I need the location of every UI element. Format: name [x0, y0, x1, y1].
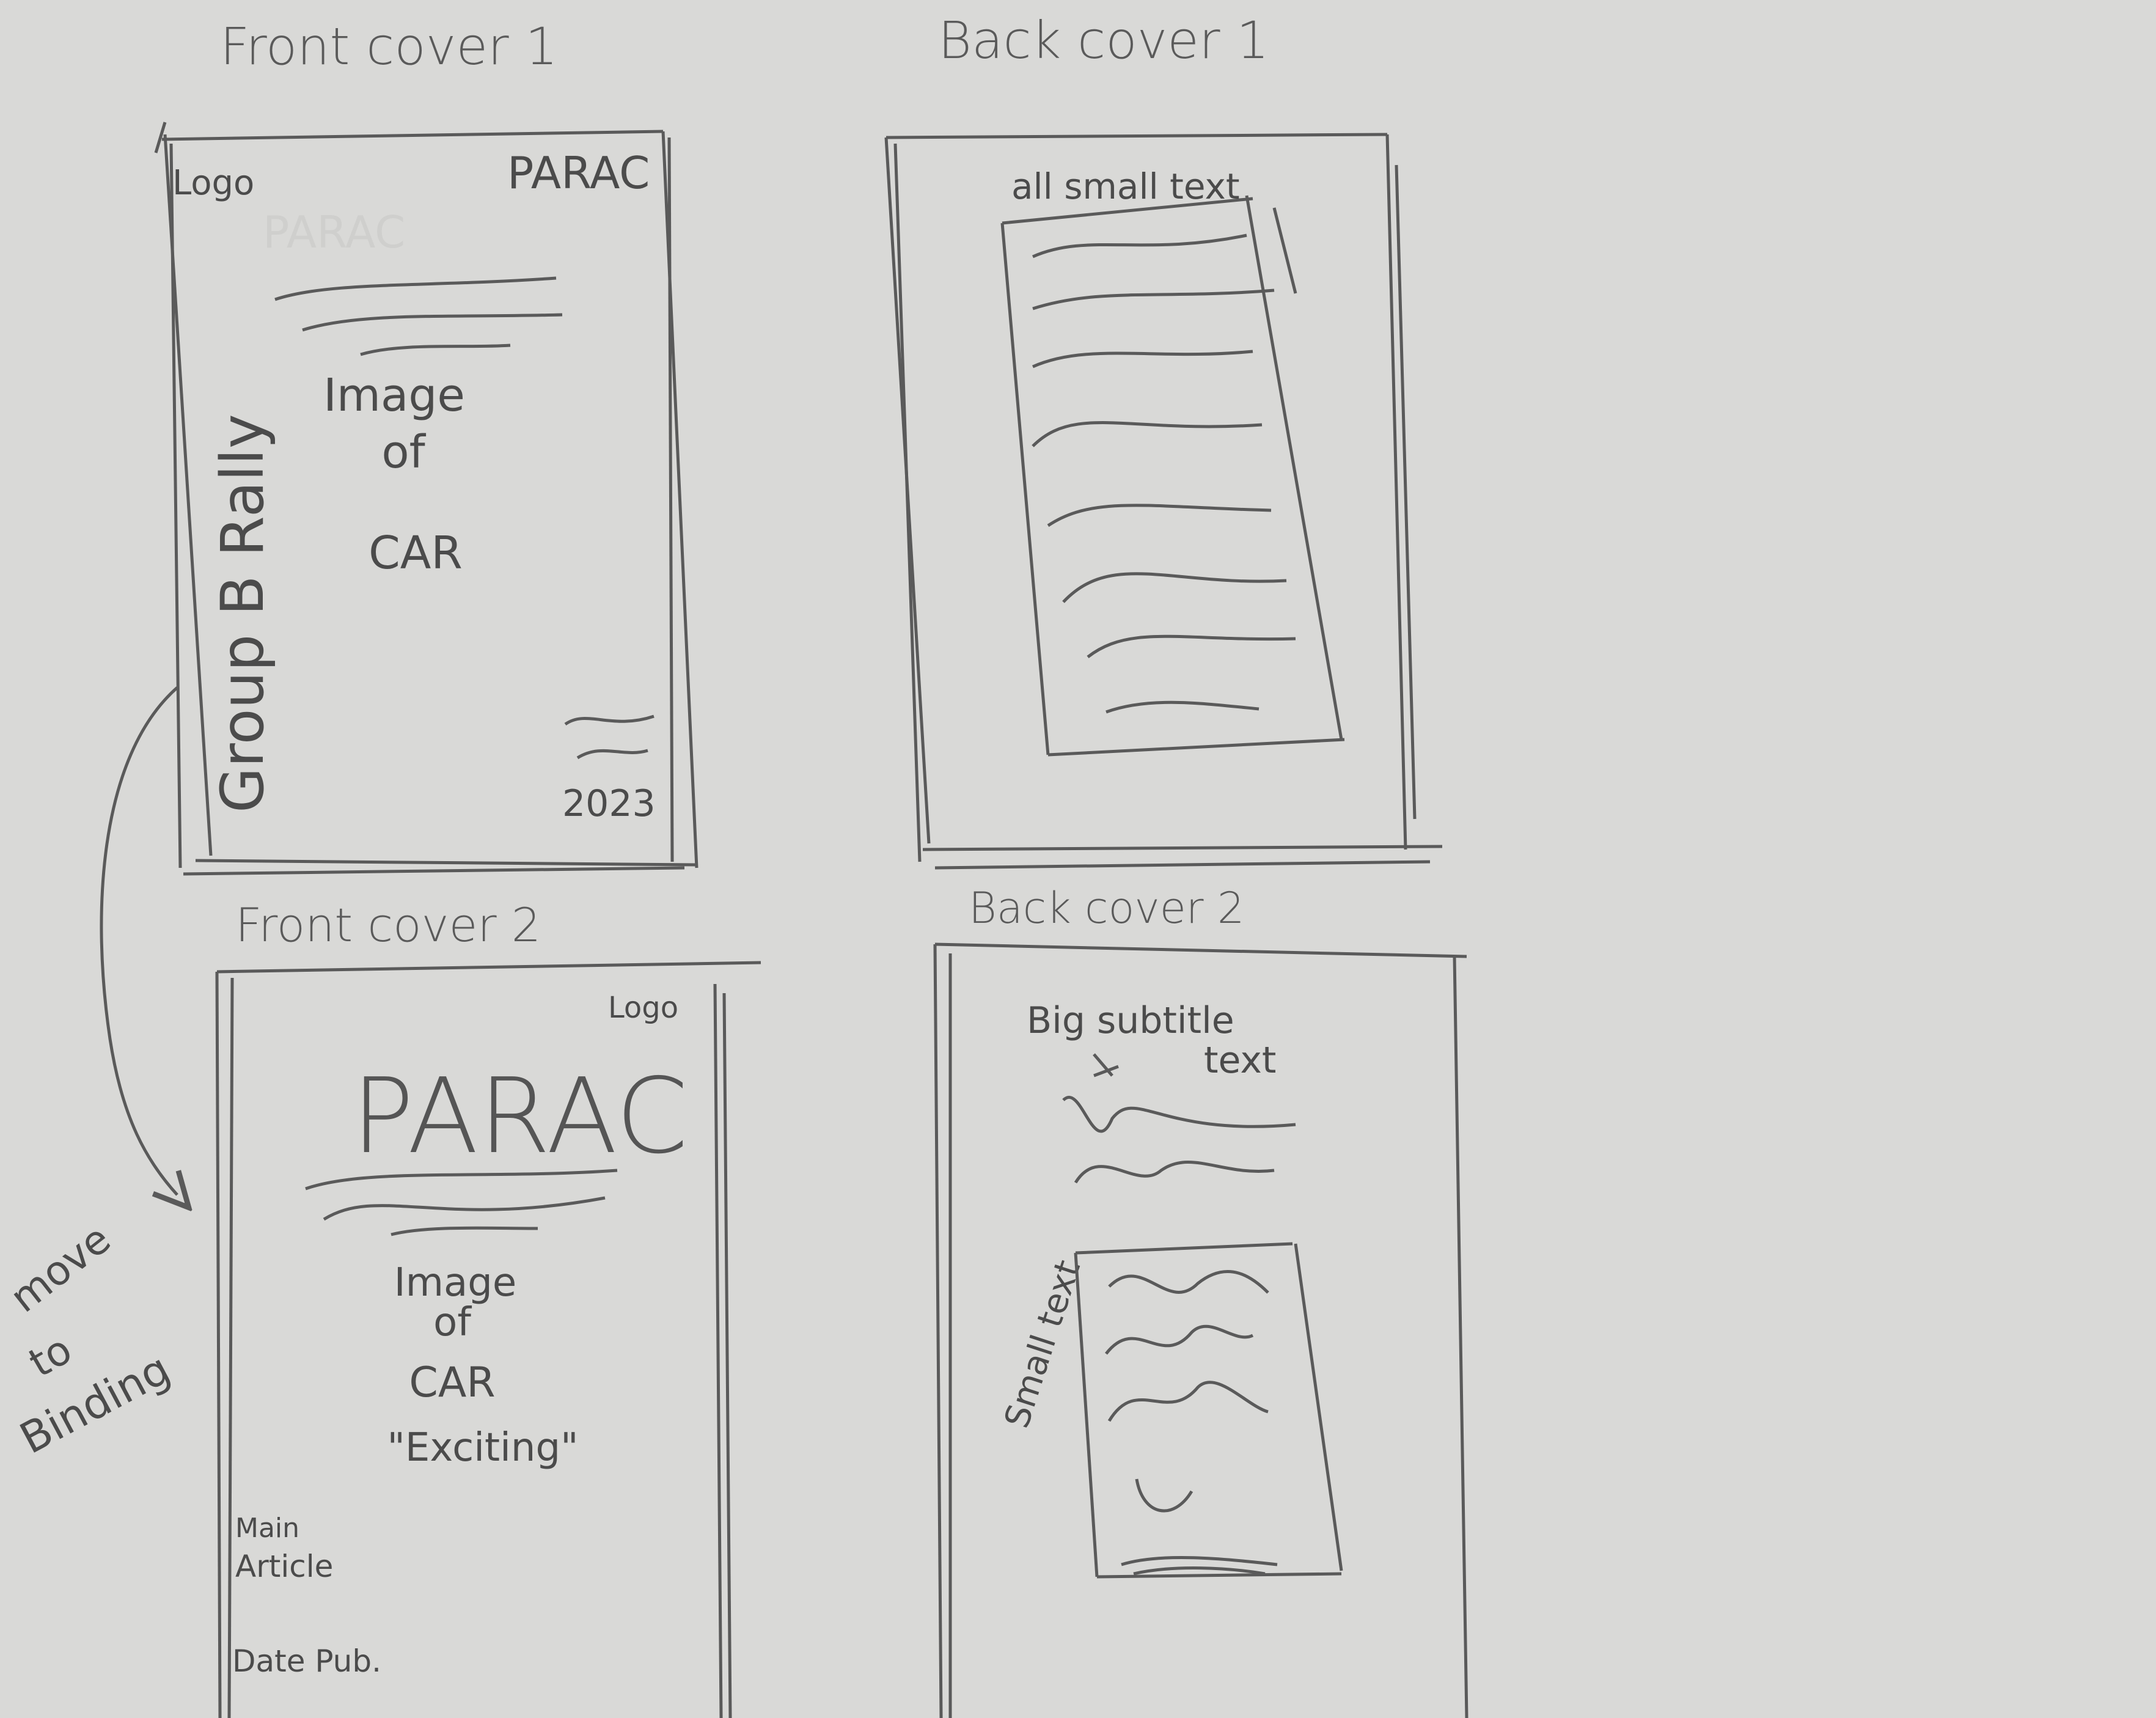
front-cover-2-headline-scribbles: [305, 1169, 618, 1236]
back-cover-1-text-lines: [1032, 233, 1296, 714]
front-cover-2-tagline: "Exciting": [387, 1425, 578, 1470]
front-cover-2-heading: Front cover 2: [235, 898, 541, 952]
binding-arrow: [100, 686, 177, 1195]
back-cover-2-subtitle-scribbles: [1062, 1053, 1296, 1184]
front-cover-1-logo: Logo: [172, 163, 254, 203]
front-cover-2-date: Date Pub.: [232, 1643, 381, 1679]
back-cover-2-frame: [933, 942, 1469, 1718]
back-cover-1-text-box: [1000, 195, 1345, 757]
front-cover-2-main-article-line2: Article: [235, 1549, 333, 1584]
back-cover-2-note-line2: text: [1204, 1039, 1276, 1082]
back-cover-1-note: all small text: [1011, 166, 1240, 207]
front-cover-1-ghost-brand: PARAC: [263, 207, 405, 258]
back-cover-2-text-lines: [1105, 1270, 1278, 1576]
front-cover-1-headline-scribbles: [274, 276, 563, 356]
front-cover-2-image-line2: of: [433, 1300, 472, 1345]
front-cover-2-brand: PARAC: [351, 1056, 688, 1177]
back-cover-2-note-line1: Big subtitle: [1027, 999, 1234, 1042]
front-cover-1-brand: PARAC: [507, 147, 650, 199]
front-cover-2: Front cover 2 Logo PARAC Image of CAR "E…: [215, 898, 761, 1718]
front-cover-2-main-article-line1: Main: [235, 1513, 299, 1544]
front-cover-1-year: 2023: [562, 782, 656, 825]
back-cover-1: Back cover 1 all small text: [884, 10, 1443, 870]
front-cover-2-frame: [215, 961, 761, 1718]
side-annotation-line1: move: [1, 1215, 119, 1321]
front-cover-1-image-line1: Image: [323, 369, 465, 422]
front-cover-2-image-line1: Image: [394, 1260, 516, 1305]
front-cover-1-footer-scribbles: [564, 714, 654, 760]
back-cover-1-heading: Back cover 1: [938, 10, 1269, 70]
back-cover-2-side-note: Small text: [997, 1255, 1088, 1433]
front-cover-1-vertical-title: Group B Rally: [208, 414, 277, 813]
side-annotation: move to Binding: [1, 686, 178, 1464]
back-cover-1-frame: [884, 133, 1443, 870]
front-cover-1-heading: Front cover 1: [220, 17, 558, 76]
front-cover-1-image-line2: of: [381, 426, 426, 479]
back-cover-2: Back cover 2 Big subtitle text Small tex…: [933, 883, 1469, 1718]
front-cover-2-image-line3: CAR: [409, 1359, 495, 1407]
front-cover-1-frame: [154, 122, 698, 876]
side-annotation-line2: to: [21, 1326, 80, 1387]
front-cover-2-logo: Logo: [608, 991, 678, 1025]
front-cover-1-image-line3: CAR: [369, 527, 463, 579]
back-cover-2-text-box: [1074, 1242, 1343, 1579]
front-cover-1: Front cover 1 Logo PARAC PARAC Group B R…: [154, 17, 698, 876]
back-cover-2-heading: Back cover 2: [969, 883, 1244, 933]
